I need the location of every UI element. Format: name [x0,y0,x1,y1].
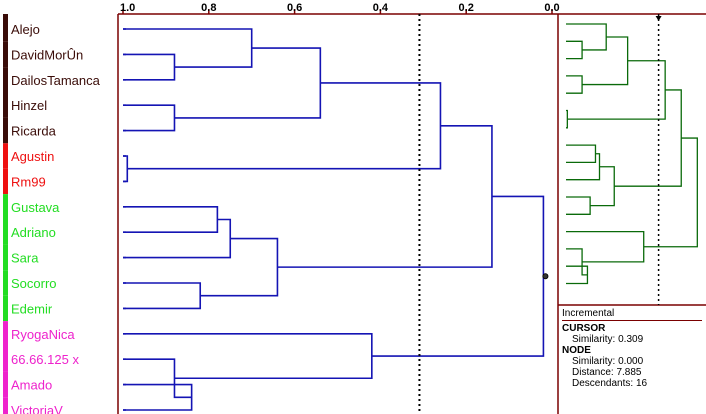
axis-tick-label: 0.8 [201,2,216,14]
cluster-branch [614,89,682,187]
node-descendants-row: Descendants: 16 [562,378,702,389]
leaf-label: Hinzel [11,98,47,113]
leaf-label: Gustava [11,200,60,215]
cluster-branch [582,36,629,86]
group-color-bar [3,92,8,118]
group-color-bar [3,67,8,93]
mode-label: Incremental [562,308,615,319]
leaf-label: Alejo [11,22,40,37]
group-color-bar [3,270,8,296]
leaf-label: DavidMorÛn [11,47,83,62]
group-color-bars [3,14,8,414]
cluster-branch [123,206,219,233]
axis-tick-label: 1.0 [120,2,135,14]
node-distance-value: 7.885 [616,367,642,378]
cluster-branch [277,125,493,268]
overview-cursor-marker-icon [655,16,662,21]
group-color-bar [3,244,8,271]
leaf-label: Edemir [11,301,53,316]
cursor-similarity-value: 0.309 [618,334,644,345]
node-heading: NODE [562,345,591,356]
leaf-label: Sara [11,251,39,266]
axis-tick-label: 0.4 [373,2,389,14]
frame [117,13,706,414]
cluster-branch [643,137,698,248]
cluster-branch [123,218,232,259]
root-node-handle[interactable] [542,273,549,280]
group-color-bar [3,14,8,42]
cluster-branch [566,23,607,51]
cluster-branch [590,166,615,207]
cursor-similarity-row: Similarity: 0.309 [562,334,702,345]
cluster-branch [566,196,591,215]
group-color-bar [3,397,8,414]
cluster-branch [174,47,322,119]
cluster-branch [566,230,645,263]
cluster-branch [371,195,545,357]
leaf-label: VictoriaV [11,403,63,414]
cluster-branch [123,28,253,68]
overview-dendrogram[interactable] [566,14,698,305]
cursor-heading: CURSOR [562,323,606,334]
cluster-branch [200,237,279,297]
leaf-label: RyogaNica [11,327,75,342]
leaf-label: Adriano [11,225,56,240]
group-color-bar [3,41,8,68]
group-color-bar [3,117,8,144]
cluster-branch [566,144,597,164]
cluster-branch [123,53,176,81]
group-color-bar [3,346,8,372]
cluster-branch [123,282,202,310]
leaf-label: DailosTamanca [11,73,101,88]
axis-tick-label: 0.6 [287,2,302,14]
cluster-branch [566,40,583,60]
leaf-label: Agustin [11,149,54,164]
group-color-bar [3,194,8,220]
node-distance-label: Distance: [572,367,614,378]
leaf-label: Rm99 [11,174,46,189]
leaf-label: Amado [11,378,52,393]
cluster-branch [123,333,373,380]
axis-tick-label: 0.0 [544,2,559,14]
node-similarity-label: Similarity: [572,356,616,367]
info-separator [562,320,702,321]
group-color-bar [3,168,8,195]
leaf-label: Socorro [11,276,57,291]
group-color-bar [3,219,8,245]
node-similarity-value: 0.000 [618,356,644,367]
node-descendants-value: 16 [635,378,648,389]
leaf-label: Ricarda [11,124,57,139]
info-panel: Incremental CURSOR Similarity: 0.309 NOD… [562,308,702,389]
node-distance-row: Distance: 7.885 [562,367,702,378]
cluster-branch [566,153,601,181]
axis-tick-label: 0.2 [459,2,474,14]
leaf-labels: AlejoDavidMorÛnDailosTamancaHinzelRicard… [11,22,101,414]
node-descendants-label: Descendants: [572,378,634,389]
cluster-branch [566,109,568,129]
group-color-bar [3,295,8,322]
cluster-branch [123,104,176,132]
similarity-axis: 1.0 0.8 0.6 0.4 0.2 0.0 [120,2,560,14]
cluster-branch [123,155,129,183]
node-similarity-row: Similarity: 0.000 [562,356,702,367]
main-dendrogram[interactable] [123,28,549,411]
group-color-bar [3,371,8,398]
cursor-similarity-label: Similarity: [572,334,616,345]
cluster-branch [566,75,583,94]
leaf-label: 66.66.125 x [11,352,79,367]
group-color-bar [3,321,8,347]
group-color-bar [3,143,8,169]
